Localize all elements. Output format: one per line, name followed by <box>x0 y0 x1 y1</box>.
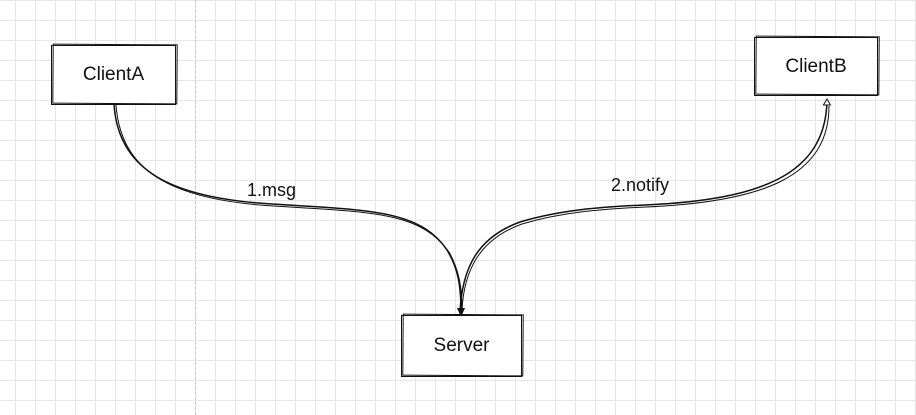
client-a-node[interactable]: ClientA <box>51 43 178 105</box>
client-b-node[interactable]: ClientB <box>754 35 880 96</box>
server-label: Server <box>433 335 490 356</box>
edge-label-notify[interactable]: 2.notify <box>611 175 670 195</box>
edge-label-msg[interactable]: 1.msg <box>247 180 297 200</box>
edge-notify[interactable] <box>459 98 832 313</box>
server-node[interactable]: Server <box>401 313 524 377</box>
guide-line <box>195 0 196 415</box>
edge-msg[interactable] <box>113 103 465 317</box>
client-a-label: ClientA <box>82 64 145 85</box>
client-b-label: ClientB <box>785 55 847 77</box>
